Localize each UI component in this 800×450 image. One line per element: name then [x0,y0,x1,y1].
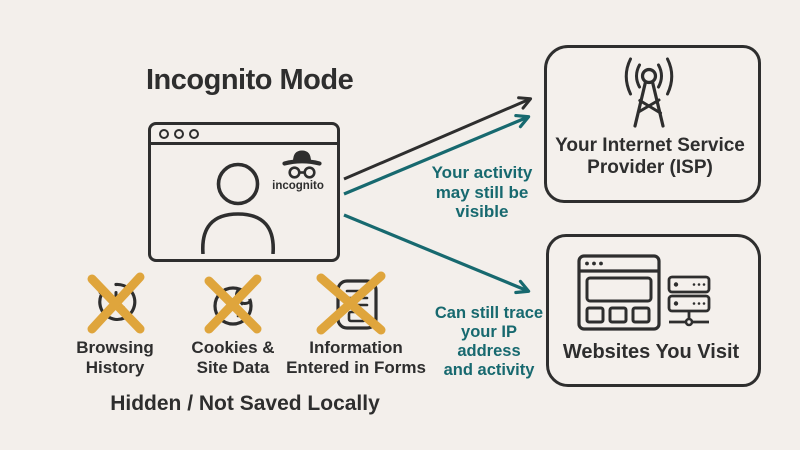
cross-out-icon [204,274,262,334]
cookie-icon [213,286,254,326]
arrow-to-websites-teal [343,213,531,295]
websites-arrow-annotation: Can still trace your IP address and acti… [430,304,548,381]
form-icon [336,279,378,330]
browser-titlebar [151,125,337,145]
annotation-line: Your activity [431,163,533,182]
item-label-line: Browsing [76,338,154,357]
browsing-history-label: Browsing History [63,338,167,378]
isp-label-line: Provider (ISP) [587,157,713,179]
page-title: Incognito Mode [146,64,354,96]
cross-out-icon [87,272,145,334]
history-clock-icon [98,282,137,322]
annotation-line: and activity [443,361,535,380]
forms-label: Information Entered in Forms [282,338,430,378]
item-label-line: Information [309,338,403,357]
browser-window [148,122,340,262]
annotation-line: may still be visible [435,182,529,222]
item-label-line: History [85,358,145,378]
cross-out-icon [316,271,386,335]
item-label-line: Entered in Forms [286,358,426,378]
item-label-line: Site Data [196,358,270,378]
annotation-line: your IP address [457,323,521,361]
titlebar-dot-icon [174,128,184,139]
hidden-locally-caption: Hidden / Not Saved Locally [110,392,380,415]
websites-box-label: Websites You Visit [562,341,740,363]
incognito-label: incognito [272,180,324,192]
titlebar-dot-icon [159,128,169,139]
annotation-line: Can still trace [434,304,544,322]
isp-arrow-annotation: Your activity may still be visible [413,163,551,222]
titlebar-dot-icon [189,128,199,139]
item-label-line: Cookies & [191,338,275,357]
isp-label-line: Your Internet Service [555,135,745,156]
isp-box-label: Your Internet Service Provider (ISP) [550,135,750,180]
cookies-site-data-label: Cookies & Site Data [181,338,285,378]
